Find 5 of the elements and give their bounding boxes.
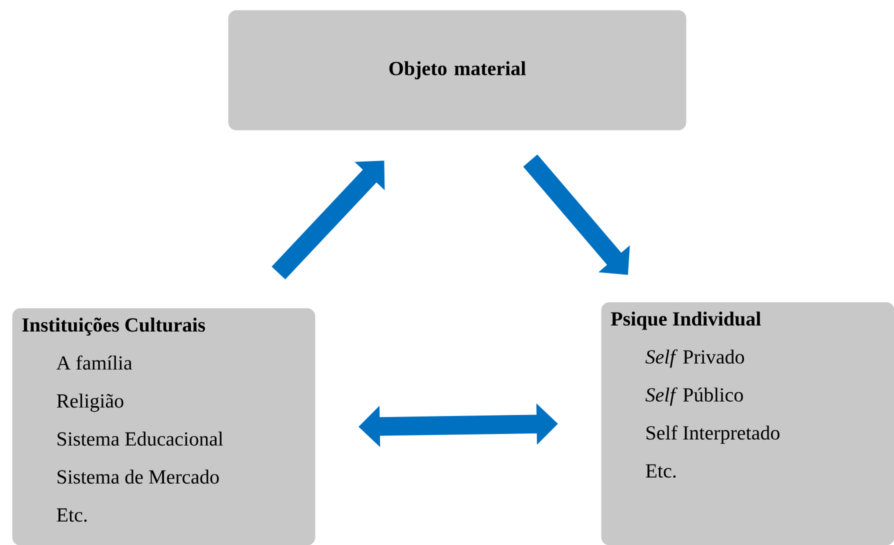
text-box: Objeto material	[228, 10, 686, 130]
block-arrow	[523, 154, 630, 275]
text-box: Psique Individual Self Privado Self Público Self Interpretado Etc.	[601, 302, 894, 545]
block-arrow	[272, 160, 385, 280]
text-box: Instituições Culturais A família Religião Sistema Educacional Sistema de Mercado Etc.	[12, 308, 316, 545]
